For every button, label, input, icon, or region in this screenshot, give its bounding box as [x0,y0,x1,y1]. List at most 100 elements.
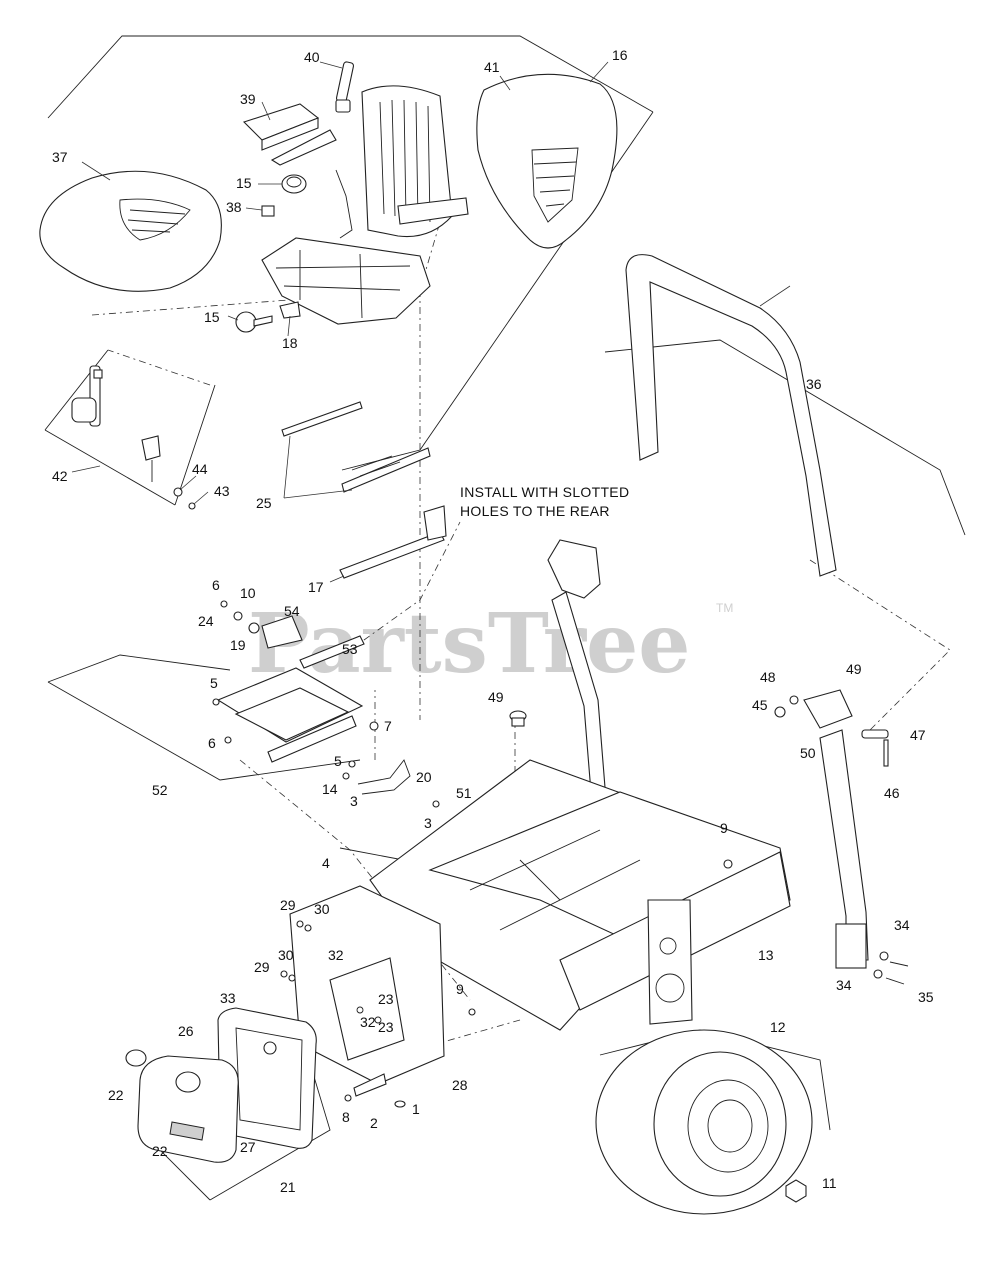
callout-25: 25 [256,495,272,511]
callout-7: 7 [384,718,392,734]
callout-13: 13 [758,947,774,963]
callout-6-upper: 6 [212,577,220,593]
callout-22-upper: 22 [108,1087,124,1103]
armrest-pad-part [242,103,337,166]
rops-bolt-hardware-part [873,951,909,985]
callout-44: 44 [192,461,208,477]
callout-15-upper: 15 [236,175,252,191]
slotted-bracket-part [339,505,447,579]
callout-12: 12 [770,1019,786,1035]
callout-30-lower: 30 [278,947,294,963]
callout-29-upper: 29 [280,897,296,913]
callout-3-left: 3 [350,793,358,809]
callout-43: 43 [214,483,230,499]
callout-19: 19 [230,637,246,653]
rops-lower-post-part [819,729,869,969]
mounting-plate-part [289,885,445,1085]
callout-15-lower: 15 [204,309,220,325]
callout-23-lower: 23 [378,1019,394,1035]
callout-42: 42 [52,468,68,484]
callout-9-frame: 9 [720,820,728,836]
seat-belt-part [71,365,161,482]
knob-part-upper [281,174,307,194]
callout-21: 21 [280,1179,296,1195]
callout-29-lower: 29 [254,959,270,975]
callout-53: 53 [342,641,358,657]
rops-pivot-hardware-part [774,689,889,767]
callout-24: 24 [198,613,214,629]
callout-51: 51 [456,785,472,801]
callout-36: 36 [806,376,822,392]
callout-1: 1 [412,1101,420,1117]
callout-6-lower: 6 [208,735,216,751]
callout-52: 52 [152,782,168,798]
callout-11: 11 [822,1175,837,1191]
callout-32-upper: 32 [328,947,344,963]
callout-33: 33 [220,990,236,1006]
tire-part [595,1029,813,1215]
seat-mount-plate-part [216,635,365,763]
callout-32-lower: 32 [360,1014,376,1030]
frame-cap-part [509,710,527,727]
callout-9-plate: 9 [456,981,464,997]
plate-bracket-part [344,1073,406,1108]
rops-bar-part [625,254,837,577]
fuel-tank-cover-part [137,1055,239,1163]
callout-28: 28 [452,1077,468,1093]
callout-8: 8 [342,1109,350,1125]
knob-part-lower [235,311,273,333]
callout-34-lower: 34 [836,977,852,993]
callout-47: 47 [910,727,926,743]
callout-17: 17 [308,579,324,595]
callout-22-lower: 22 [152,1143,168,1159]
callout-38: 38 [226,199,242,215]
seat-back-cushion-part [476,73,618,249]
watermark: PartsTree [248,596,690,692]
callout-37: 37 [52,149,68,165]
callout-2: 2 [370,1115,378,1131]
callout-3-right: 3 [424,815,432,831]
seat-cushion-part [39,170,222,292]
seat-shock-part [335,61,355,113]
note-line-1: INSTALL WITH SLOTTED [460,484,629,500]
callout-35: 35 [918,989,934,1005]
callout-27: 27 [240,1139,256,1155]
callout-30-upper: 30 [314,901,330,917]
callout-39: 39 [240,91,256,107]
seat-frame-part [261,85,469,325]
callout-23-upper: 23 [378,991,394,1007]
callout-45: 45 [752,697,768,713]
callout-54: 54 [284,603,300,619]
callout-40: 40 [304,49,320,65]
callout-10: 10 [240,585,256,601]
callout-4: 4 [322,855,330,871]
callout-14: 14 [322,781,338,797]
callout-41: 41 [484,59,500,75]
fuel-cap-part [125,1049,147,1067]
callout-34-upper: 34 [894,917,910,933]
clip-part [279,301,301,319]
seat-latch-hardware-part [220,600,303,649]
main-frame-part [369,759,791,1031]
callout-5-mid: 5 [334,753,342,769]
callout-5-left: 5 [210,675,218,691]
callout-26: 26 [178,1023,194,1039]
callout-20: 20 [416,769,432,785]
callout-18: 18 [282,335,298,351]
callout-49-rops: 49 [846,661,862,677]
callout-49-frame: 49 [488,689,504,705]
callout-16: 16 [612,47,628,63]
seat-switch-part [261,205,275,217]
leader-lines [71,61,791,583]
lug-nut-part [785,1179,807,1203]
note-line-2: HOLES TO THE REAR [460,503,610,519]
callouts: 40 41 16 39 37 15 38 15 18 36 42 44 43 2… [52,47,934,1195]
seat-slide-rails-part [281,401,431,493]
callout-50: 50 [800,745,816,761]
watermark-trademark: TM [716,601,733,615]
callout-48: 48 [760,669,776,685]
frame-small-hardware-part [212,698,733,869]
callout-46: 46 [884,785,900,801]
plate-screws-part [280,920,476,1016]
